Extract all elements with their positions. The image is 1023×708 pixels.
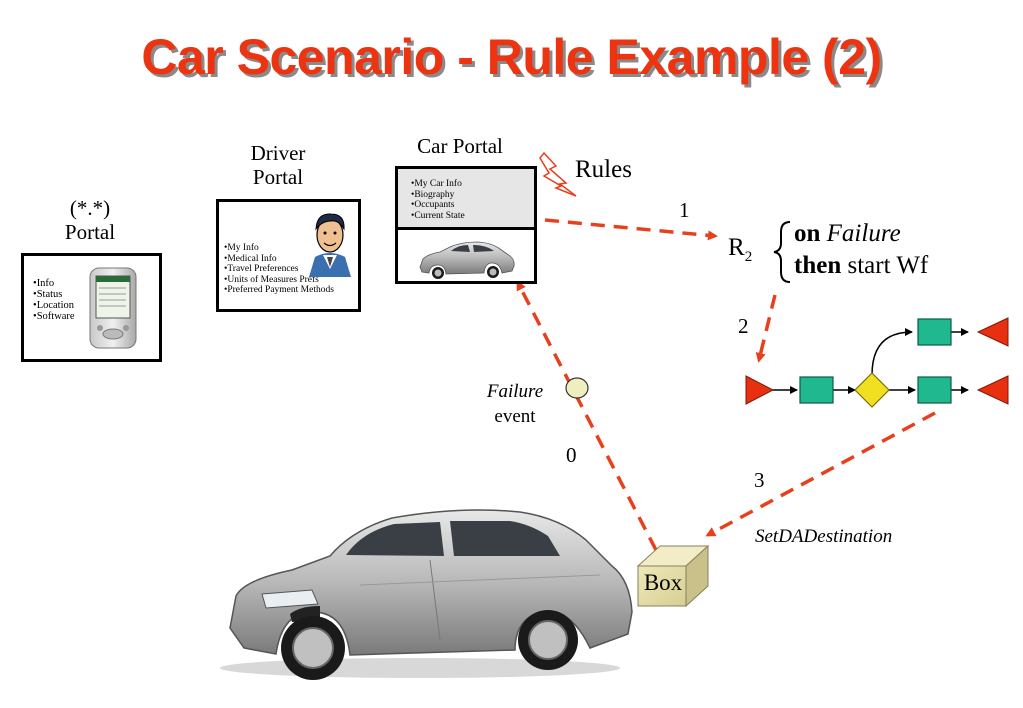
generic-portal-label: (*.*) Portal [40, 196, 140, 244]
arrow-step2 [755, 294, 777, 363]
rule-then-keyword: then [794, 252, 842, 279]
generic-portal-list: Info Status Location Software [33, 278, 75, 322]
generic-portal-label-line2: Portal [64, 220, 116, 244]
arrow-step1 [544, 218, 718, 241]
failure-event-label: Failure event [470, 379, 560, 429]
car-portal-box: My Car Info Biography Occupants Current … [395, 166, 537, 284]
driver-portal-label-line2: Portal [252, 165, 304, 189]
box-icon [636, 544, 710, 608]
rule-on-keyword: on [794, 220, 821, 247]
rule-body: on Failure then start Wf [794, 218, 928, 282]
workflow-end-triangle-2 [976, 317, 1009, 347]
list-item: Status [33, 289, 75, 300]
list-item: Units of Measures Prefs [224, 275, 334, 286]
list-item: Location [33, 300, 75, 311]
driver-portal-label-line1: Driver [250, 141, 306, 165]
driver-portal-list: My Info Medical Info Travel Preferences … [224, 243, 334, 296]
slide-title: Car Scenario - Rule Example (2) [141, 29, 882, 85]
workflow-end-triangle-1 [976, 375, 1009, 405]
car-portal-label: Car Portal [417, 134, 503, 158]
driver-portal-label: Driver Portal [228, 141, 328, 189]
list-item: My Info [224, 243, 334, 254]
step-number-1: 1 [679, 198, 690, 222]
list-item: My Car Info [411, 179, 465, 190]
rule-condition: on Failure [794, 218, 928, 250]
car-image [220, 509, 633, 680]
step-number-0: 0 [566, 443, 577, 467]
driver-avatar-icon [309, 213, 351, 277]
car-portal-list: My Car Info Biography Occupants Current … [411, 179, 465, 222]
rule-action-value: start Wf [847, 252, 929, 279]
workflow-task-3 [917, 318, 952, 346]
rule-action: then start Wf [794, 250, 928, 282]
step-number-2: 2 [738, 314, 749, 338]
list-item: Current State [411, 211, 464, 222]
driver-portal-box: My Info Medical Info Travel Preferences … [216, 199, 361, 312]
arrow-step0 [516, 280, 658, 551]
list-item: Occupants [411, 200, 465, 211]
list-item: Preferred Payment Methods [224, 285, 334, 296]
step-number-3: 3 [754, 468, 765, 492]
rule-brace-icon [773, 221, 791, 283]
set-destination-label: SetDADestination [755, 526, 893, 547]
rule-name: R2 [728, 234, 752, 266]
rule-failure-value: Failure [826, 220, 901, 247]
generic-portal-box: Info Status Location Software [21, 253, 162, 362]
car-portal-info-panel: My Car Info Biography Occupants Current … [398, 169, 534, 230]
failure-event-line2: event [494, 406, 536, 427]
pda-icon [89, 267, 137, 349]
rule-name-subscript: 2 [744, 249, 753, 265]
box-label: Box [643, 570, 683, 595]
workflow-diagram [745, 317, 1009, 408]
workflow-task-2 [917, 376, 952, 404]
lightning-icon [539, 151, 577, 197]
list-item: Info [33, 278, 75, 289]
workflow-start-triangle [745, 375, 775, 405]
workflow-decision [854, 372, 890, 408]
workflow-task-1 [799, 376, 834, 404]
generic-portal-label-line1: (*.*) [69, 196, 111, 220]
rules-label: Rules [575, 156, 632, 183]
list-item: Travel Preferences [224, 264, 334, 275]
failure-event-line1: Failure [486, 381, 544, 402]
car-thumbnail-icon [419, 241, 515, 279]
list-item: Biography [411, 190, 465, 201]
event-circle-icon [565, 377, 589, 399]
arrow-step3 [705, 411, 936, 537]
list-item: Software [33, 311, 75, 322]
list-item: Medical Info [224, 254, 334, 265]
rule-name-letter: R [728, 234, 745, 261]
